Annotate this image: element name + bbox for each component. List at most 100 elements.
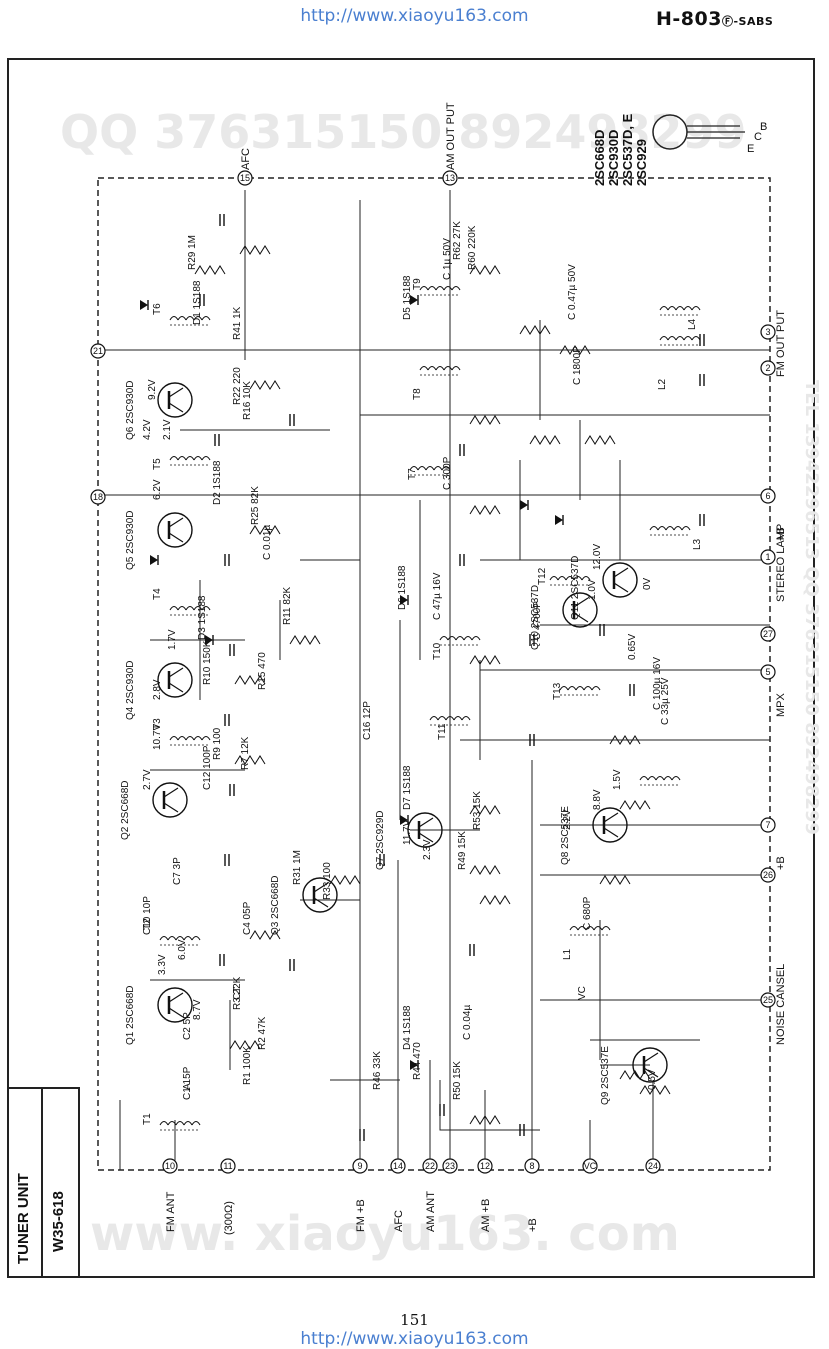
coil-turn [559, 685, 569, 691]
coil-turn [419, 285, 429, 291]
coil-turn [453, 715, 463, 721]
terminal-label: FM ANT [165, 1191, 177, 1232]
component-label-61: T11 [437, 723, 448, 740]
terminal-ring [760, 549, 776, 565]
terminal-number: 2 [765, 363, 770, 373]
terminal-ring [352, 1158, 368, 1174]
terminal-ring [582, 1158, 598, 1174]
component-label-32: D4 1S188 [402, 1005, 413, 1050]
component-label-15: R16 10K [242, 381, 253, 420]
terminal-label: +B [775, 856, 787, 870]
coil-turn [569, 925, 579, 931]
resistor-26 [479, 895, 511, 905]
terminal-number: 8 [529, 1161, 534, 1171]
coil-turn [691, 335, 701, 341]
coil-turn [185, 735, 195, 741]
terminal-right-2: 6+B [760, 488, 787, 541]
watermark-site: www. xiaoyu163. com [90, 1206, 680, 1262]
coil-turn [667, 335, 677, 341]
transistor-q2 [152, 782, 188, 818]
component-label-8: R2 47K [257, 1016, 268, 1050]
footer-url[interactable]: http://www.xiaoyu163.com [300, 1329, 529, 1349]
component-label-5: C12 100P [202, 745, 213, 790]
component-label-23: R46 33K [372, 1051, 383, 1090]
terminal-left-0: 21 [90, 343, 106, 359]
diode-5 [400, 595, 409, 605]
capacitor-23 [459, 444, 465, 456]
terminal-ring [760, 992, 776, 1008]
transistor-collector [573, 597, 589, 608]
coil-turn [683, 305, 693, 311]
transistor-collector [168, 667, 184, 678]
component-label-27: R60 220K [467, 225, 478, 270]
component-label-48: L2 [657, 378, 668, 390]
coil-turn [577, 925, 587, 931]
resistor-19 [559, 345, 591, 355]
transistor-emitter [168, 682, 184, 693]
transistor-q1 [157, 987, 193, 1023]
terminal-bottom-5: 23 [442, 1158, 458, 1174]
transistor-emitter [603, 827, 619, 838]
transistor-label-q5: Q5 2SC930D [125, 511, 136, 570]
coil-turn [185, 605, 195, 611]
voltage-label-18: 11.7V [402, 819, 413, 845]
coil-turn [409, 465, 419, 471]
voltage-label-20: 6.2V [152, 479, 163, 500]
component-label-52: T2 [142, 918, 153, 930]
coil-turn [169, 735, 179, 741]
pin-label-e: E [747, 143, 754, 155]
component-label-36: C 4700P [532, 601, 543, 640]
coil-turn [177, 455, 187, 461]
terminal-number: 15 [240, 173, 250, 183]
terminal-number: 13 [445, 173, 455, 183]
brand-logo: H-803Ⓕ-SABS [656, 8, 773, 30]
coil-turn [201, 315, 211, 321]
terminal-bottom-8: VC [582, 1158, 598, 1174]
component-label-24: R49 15K [457, 831, 468, 870]
transistor-q9 [632, 1047, 668, 1083]
capacitor-7 [224, 854, 230, 866]
page-number: 151 [400, 1311, 429, 1329]
coil-turn [655, 775, 665, 781]
component-label-47: L1 [562, 948, 573, 960]
component-label-16: R22 220 [232, 367, 243, 405]
terminal-number: 6 [765, 491, 770, 501]
coil-turn [191, 1120, 201, 1126]
coil-turn [169, 315, 179, 321]
coil-turn [177, 315, 187, 321]
coil-turn [169, 605, 179, 611]
header-url[interactable]: http://www.xiaoyu163.com [300, 6, 529, 26]
resistor-0 [239, 245, 271, 255]
component-label-1: C2 5P [182, 1012, 193, 1040]
voltage-label-14: 0V [642, 577, 653, 590]
coil-turn [671, 775, 681, 781]
resistor-7 [249, 930, 281, 940]
coil-5 [169, 315, 211, 326]
coil-turn [175, 935, 185, 941]
diode-triangle [140, 300, 148, 310]
coil-turn [169, 455, 179, 461]
coil-turn [159, 935, 169, 941]
coil-turn [193, 735, 203, 741]
transistor-type-2: 2SC930D [606, 130, 621, 186]
resistor-5 [234, 755, 266, 765]
coil-turn [425, 465, 435, 471]
capacitor-3 [224, 554, 230, 566]
coil-16 [649, 525, 691, 536]
resistor-2 [249, 380, 281, 390]
component-label-59: T9 [412, 278, 423, 290]
coil-turn [591, 685, 601, 691]
coil-turn [439, 635, 449, 641]
component-label-26: R53 15K [472, 791, 483, 830]
capacitor-14 [699, 514, 705, 526]
voltage-label-0: 3.3V [157, 954, 168, 975]
voltage-label-1: 6.0V [177, 939, 188, 960]
component-label-29: D1 1S188 [192, 280, 203, 325]
unit-outline [97, 177, 771, 1171]
terminal-label: AFC [240, 148, 252, 170]
component-label-55: T5 [152, 458, 163, 470]
coil-turn [183, 1120, 193, 1126]
component-label-28: R62 27K [452, 221, 463, 260]
coil-turn [665, 525, 675, 531]
